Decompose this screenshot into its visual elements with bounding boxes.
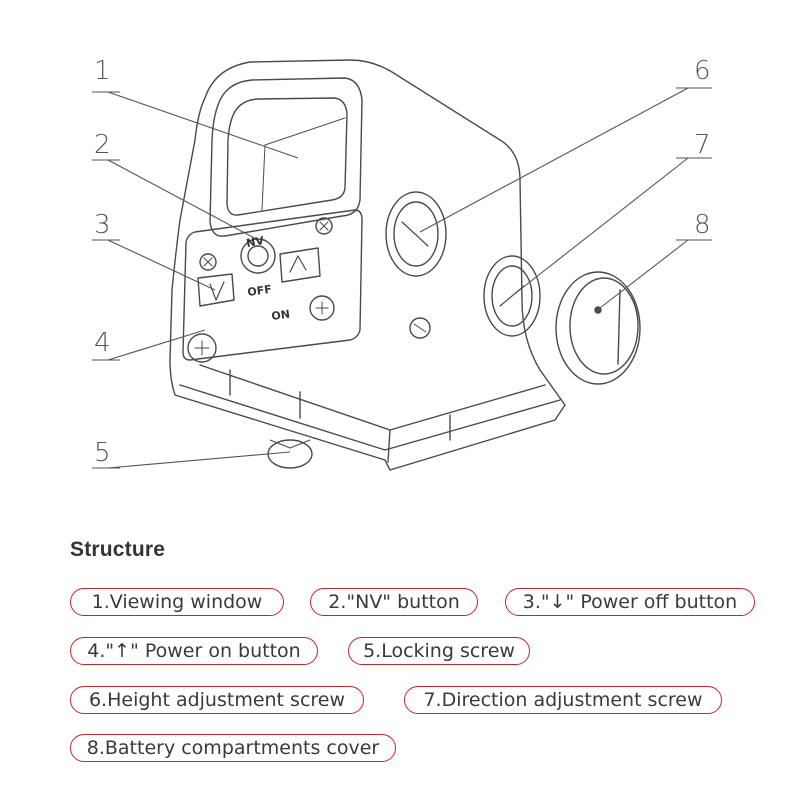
power-off-button bbox=[197, 273, 235, 307]
structure-item-2: 2."NV" button bbox=[310, 588, 478, 616]
control-panel bbox=[182, 209, 363, 361]
mount-rail bbox=[179, 364, 561, 463]
callout-5: 5 bbox=[94, 438, 111, 468]
callout-7: 7 bbox=[694, 130, 711, 160]
nv-label: NV bbox=[245, 234, 265, 250]
callout-3: 3 bbox=[94, 210, 111, 240]
locking-screw bbox=[267, 439, 313, 469]
callout-2: 2 bbox=[94, 130, 111, 160]
structure-item-1: 1.Viewing window bbox=[70, 588, 284, 616]
callout-4: 4 bbox=[94, 328, 111, 358]
structure-item-3: 3."↓" Power off button bbox=[505, 588, 755, 616]
structure-item-5: 5.Locking screw bbox=[348, 637, 530, 665]
viewing-window-frame bbox=[209, 77, 363, 237]
structure-item-8: 8.Battery compartments cover bbox=[70, 734, 396, 762]
off-label: OFF bbox=[247, 283, 273, 299]
structure-item-6: 6.Height adjustment screw bbox=[70, 686, 364, 714]
structure-item-7: 7.Direction adjustment screw bbox=[404, 686, 722, 714]
nv-button bbox=[240, 238, 276, 274]
device-body bbox=[169, 59, 566, 471]
structure-item-4: 4."↑" Power on button bbox=[70, 637, 318, 665]
viewing-window-glass bbox=[226, 97, 348, 216]
direction-screw bbox=[483, 255, 541, 337]
battery-cover bbox=[555, 271, 641, 385]
power-on-button bbox=[279, 247, 321, 283]
device-diagram: NV OFF ON bbox=[92, 59, 712, 471]
callout-6: 6 bbox=[694, 56, 711, 86]
structure-title: Structure bbox=[70, 538, 166, 561]
height-screw bbox=[385, 191, 447, 277]
on-label: ON bbox=[271, 308, 291, 323]
callout-8: 8 bbox=[694, 210, 711, 240]
callout-1: 1 bbox=[94, 56, 111, 86]
